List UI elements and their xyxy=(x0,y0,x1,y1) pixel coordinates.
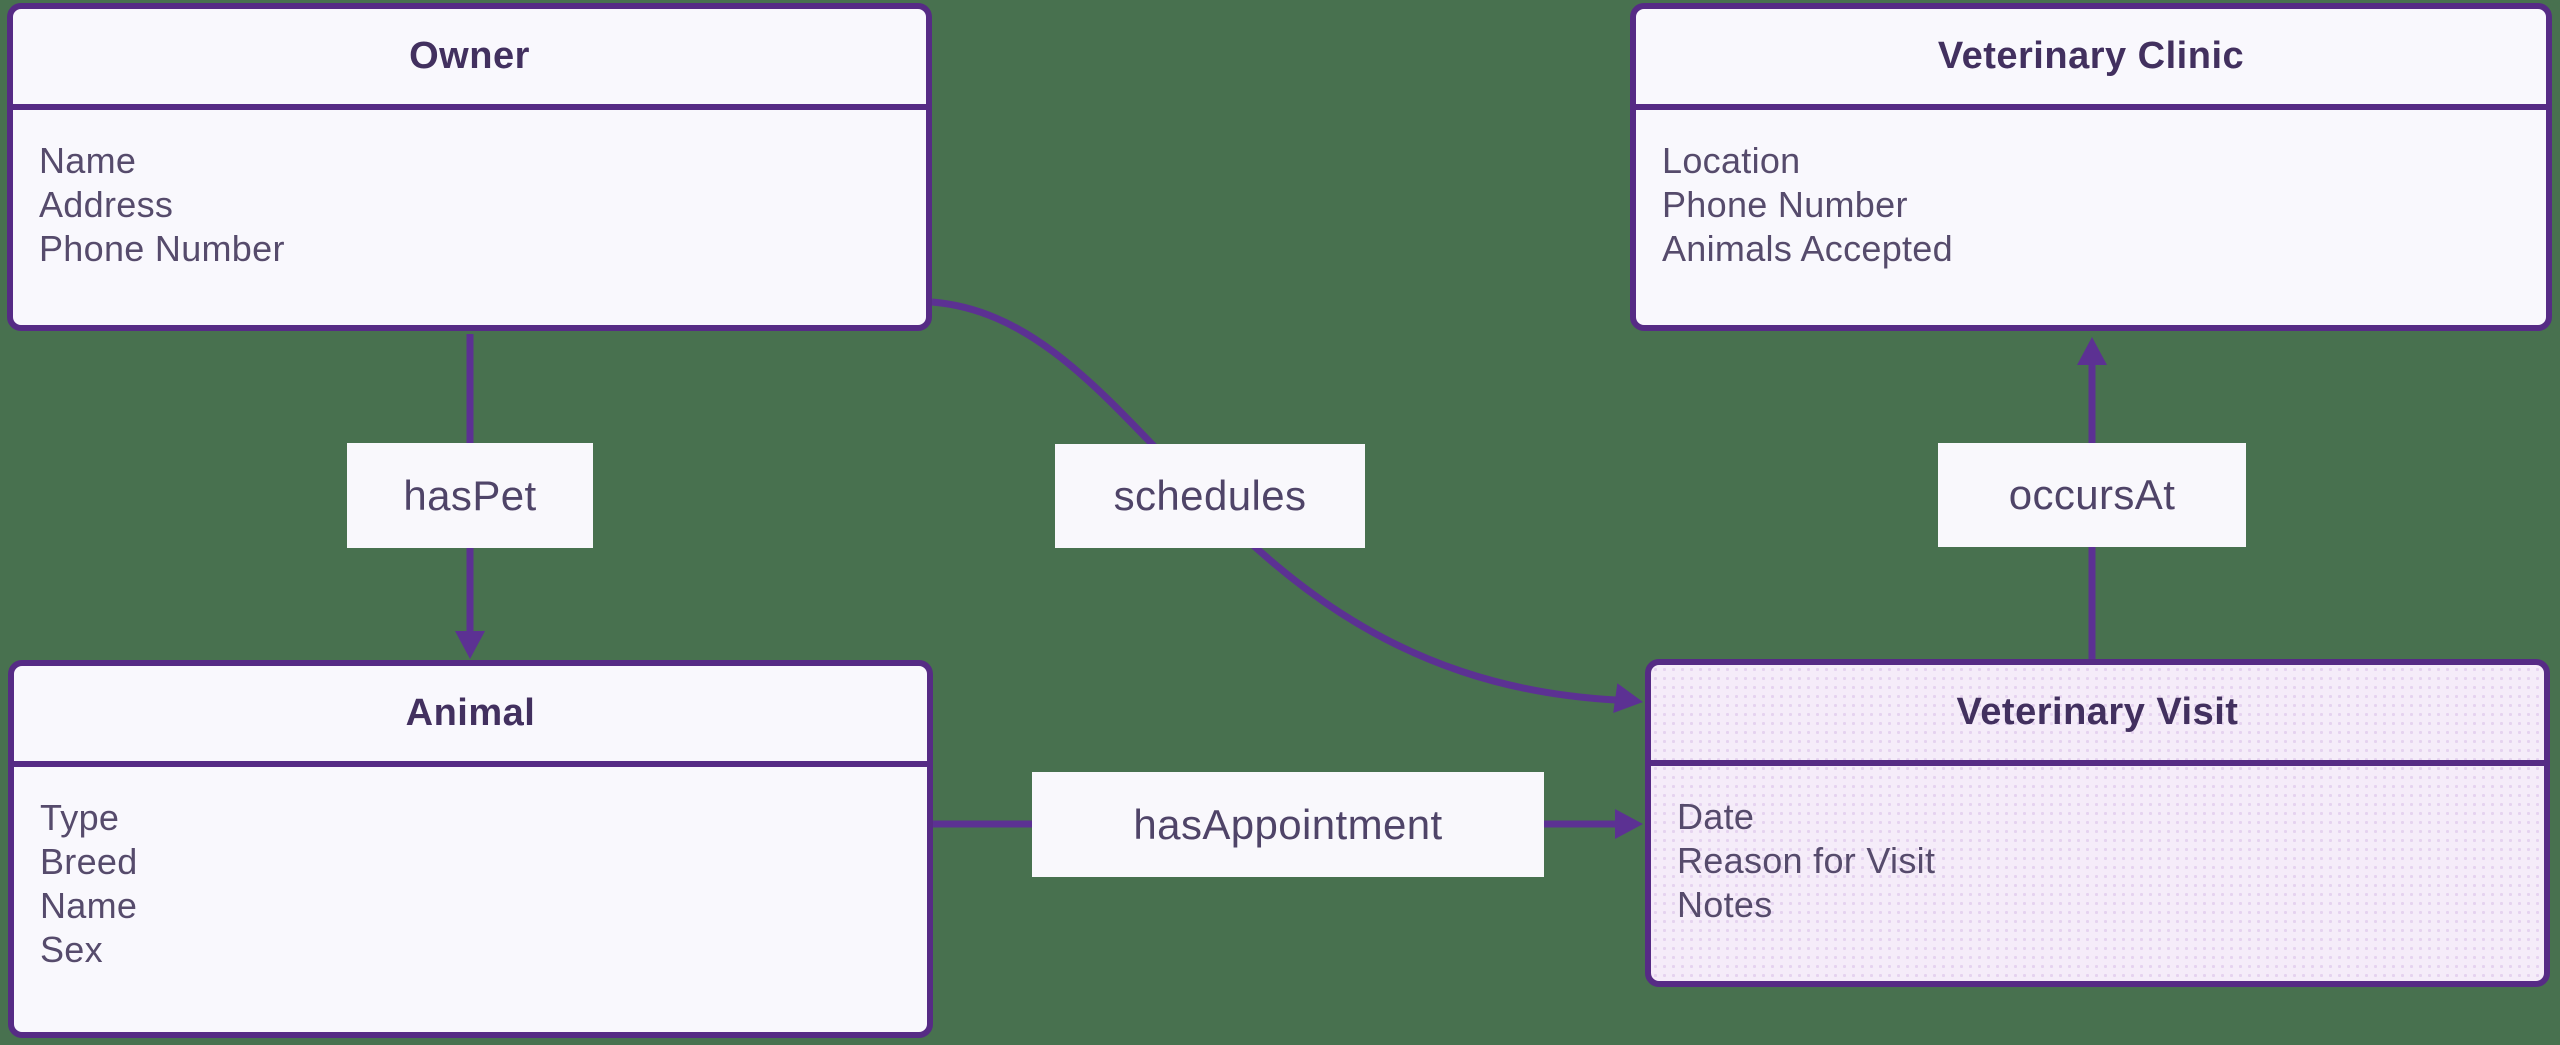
attribute-animal-sex: Sex xyxy=(40,929,103,970)
entity-veterinary-clinic-attributes: Location Phone Number Animals Accepted xyxy=(1636,110,2546,271)
attribute-owner-address: Address xyxy=(39,184,174,225)
attribute-clinic-location: Location xyxy=(1662,140,1801,181)
edge-label-schedules[interactable]: schedules xyxy=(1055,444,1365,548)
entity-veterinary-visit[interactable]: Veterinary Visit Date Reason for Visit N… xyxy=(1645,659,2550,987)
attribute-animal-breed: Breed xyxy=(40,841,138,882)
entity-animal-title: Animal xyxy=(14,666,927,767)
edge-label-hasPet[interactable]: hasPet xyxy=(347,443,593,548)
attribute-animal-type: Type xyxy=(40,797,120,838)
attribute-visit-notes: Notes xyxy=(1677,884,1773,925)
attribute-clinic-phone-number: Phone Number xyxy=(1662,184,1908,225)
attribute-visit-reason: Reason for Visit xyxy=(1677,840,1936,881)
edge-occursAt-arrowhead xyxy=(2077,337,2107,365)
edge-hasPet-arrowhead xyxy=(455,631,485,659)
entity-veterinary-clinic-title: Veterinary Clinic xyxy=(1636,9,2546,110)
edge-schedules-arrowhead xyxy=(1613,683,1643,713)
attribute-visit-date: Date xyxy=(1677,796,1755,837)
edge-label-occursAt[interactable]: occursAt xyxy=(1938,443,2246,547)
attribute-clinic-animals-accepted: Animals Accepted xyxy=(1662,228,1953,269)
attribute-owner-phone-number: Phone Number xyxy=(39,228,285,269)
entity-owner[interactable]: Owner Name Address Phone Number xyxy=(7,3,932,331)
edge-hasAppointment-arrowhead xyxy=(1615,809,1643,839)
attribute-animal-name: Name xyxy=(40,885,138,926)
entity-veterinary-visit-title: Veterinary Visit xyxy=(1651,665,2544,766)
entity-animal-attributes: Type Breed Name Sex xyxy=(14,767,927,972)
entity-owner-title: Owner xyxy=(13,9,926,110)
edge-label-hasAppointment[interactable]: hasAppointment xyxy=(1032,772,1544,877)
entity-animal[interactable]: Animal Type Breed Name Sex xyxy=(8,660,933,1038)
attribute-owner-name: Name xyxy=(39,140,137,181)
entity-veterinary-visit-attributes: Date Reason for Visit Notes xyxy=(1651,766,2544,927)
entity-owner-attributes: Name Address Phone Number xyxy=(13,110,926,271)
entity-veterinary-clinic[interactable]: Veterinary Clinic Location Phone Number … xyxy=(1630,3,2552,331)
